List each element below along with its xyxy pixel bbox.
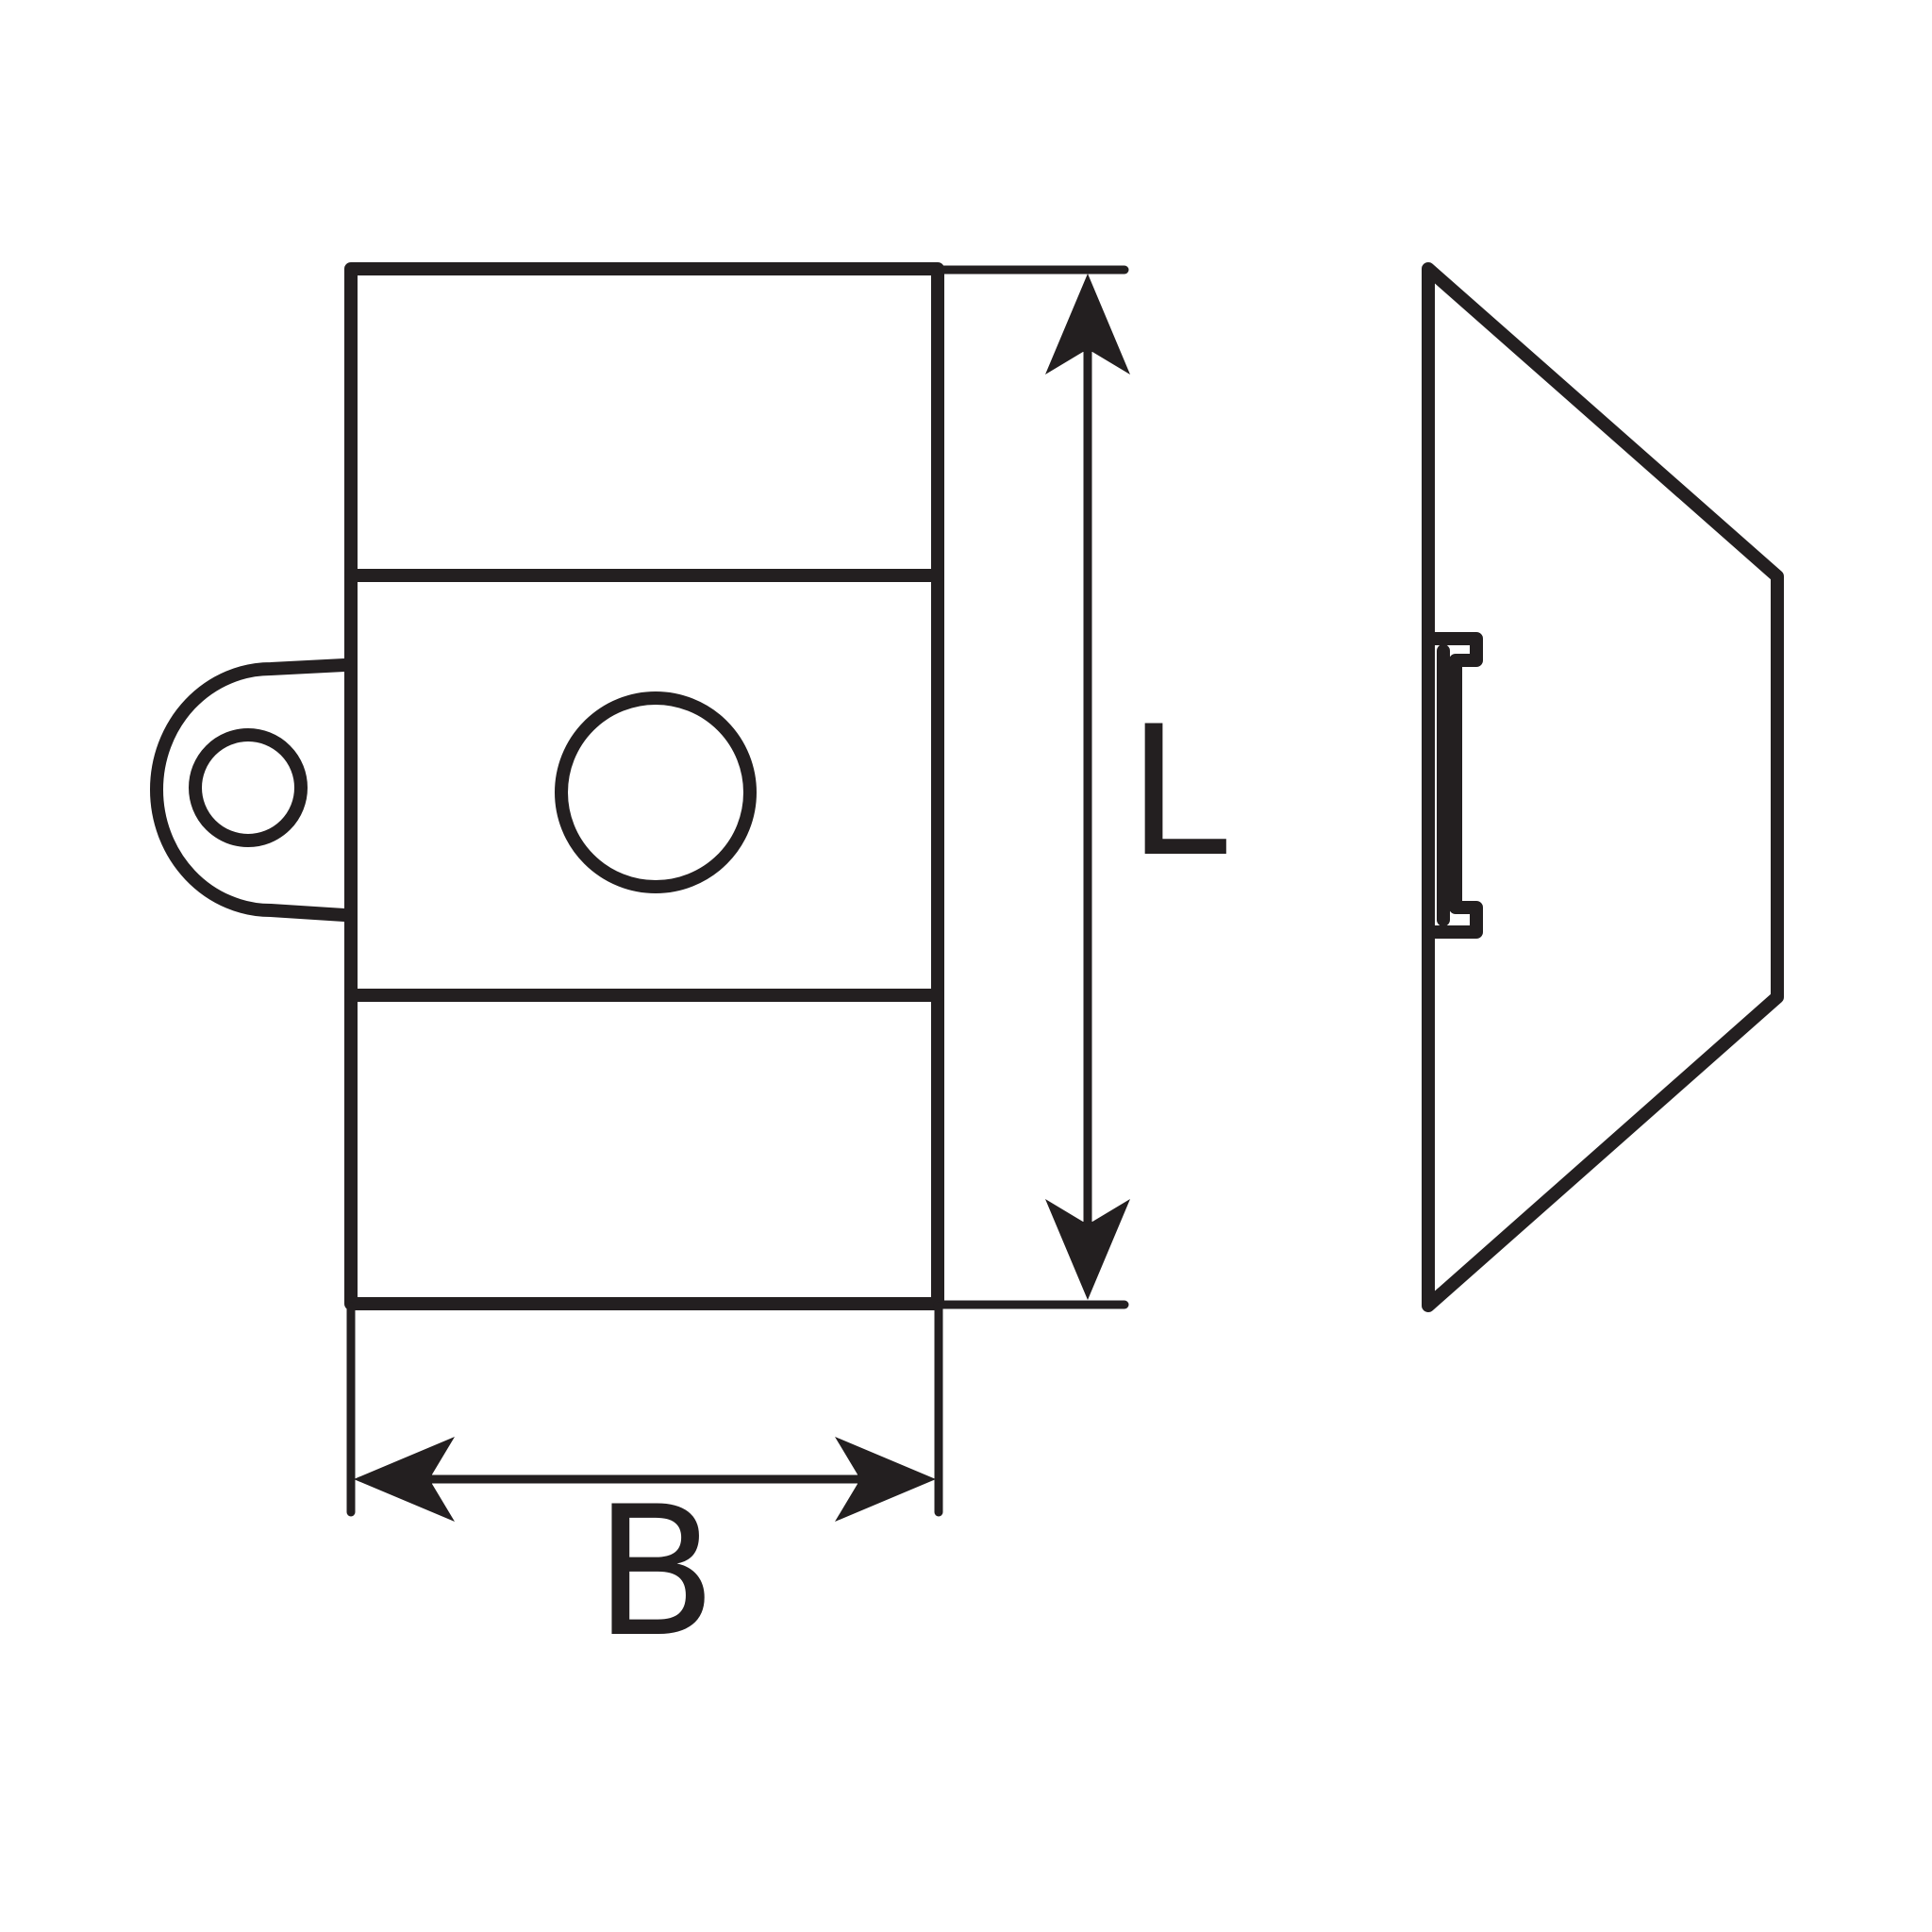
width-arrow-right [835,1437,936,1522]
center-hole [555,691,757,893]
width-arrow-left [354,1437,455,1522]
body-outline [344,262,944,1310]
lug-hole [189,728,308,847]
length-arrow-bottom [1045,1199,1130,1300]
side-profile [1422,262,1784,1312]
length-label: L [1127,688,1227,896]
front-view [150,262,944,1310]
length-dimension: L [933,265,1227,1309]
side-view [1422,262,1784,1312]
width-label: B [594,1468,717,1676]
length-arrow-top [1045,274,1130,375]
side-lug [150,658,351,922]
side-upper-notch [1425,632,1483,939]
width-dimension: B [346,1302,943,1676]
